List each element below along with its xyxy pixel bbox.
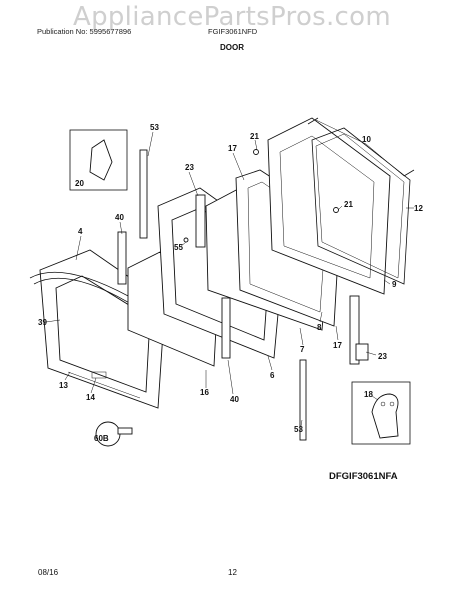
inset-18 bbox=[351, 381, 411, 445]
hinge-23a bbox=[195, 194, 206, 248]
callout-8: 8 bbox=[317, 323, 322, 332]
diagram-id: DFGIF3061NFA bbox=[329, 471, 398, 482]
page-number: 12 bbox=[228, 568, 237, 577]
callout-4: 4 bbox=[78, 227, 83, 236]
hinge-23b bbox=[349, 295, 360, 365]
footer-date: 08/16 bbox=[38, 568, 59, 577]
model-number: FGIF3061NFD bbox=[208, 27, 258, 36]
callout-12: 12 bbox=[414, 204, 423, 213]
callout-39: 39 bbox=[38, 318, 47, 327]
hinge-bracket bbox=[355, 343, 369, 361]
callout-40-top: 40 bbox=[115, 213, 124, 222]
callout-53-top: 53 bbox=[150, 123, 159, 132]
callout-21-mid: 21 bbox=[344, 200, 353, 209]
callout-17-top: 17 bbox=[228, 144, 237, 153]
channel-40b bbox=[221, 297, 231, 359]
screw-55 bbox=[183, 237, 189, 243]
callout-14: 14 bbox=[86, 393, 95, 402]
callout-60b: 60B bbox=[94, 434, 109, 443]
gasket-12 bbox=[311, 127, 411, 285]
callout-23-bottom: 23 bbox=[378, 352, 387, 361]
channel-40a bbox=[117, 231, 127, 285]
callout-18: 18 bbox=[364, 390, 373, 399]
section-title: DOOR bbox=[220, 43, 244, 52]
callout-7: 7 bbox=[300, 345, 305, 354]
channel-53a bbox=[139, 149, 148, 239]
callout-20: 20 bbox=[75, 179, 84, 188]
callout-17-bottom: 17 bbox=[333, 341, 342, 350]
liner-9 bbox=[267, 117, 391, 295]
callout-55: 55 bbox=[174, 243, 183, 252]
callout-6: 6 bbox=[270, 371, 275, 380]
callout-53-bottom: 53 bbox=[294, 425, 303, 434]
callout-10: 10 bbox=[362, 135, 371, 144]
screw-21a bbox=[253, 149, 259, 155]
callout-9: 9 bbox=[392, 280, 397, 289]
callout-21-top: 21 bbox=[250, 132, 259, 141]
callout-16: 16 bbox=[200, 388, 209, 397]
callout-13: 13 bbox=[59, 381, 68, 390]
watermark: AppliancePartsPros.com bbox=[72, 2, 391, 32]
publication-number: Publication No: 5995677896 bbox=[37, 27, 132, 36]
screw-60b bbox=[95, 421, 133, 447]
callout-23-top: 23 bbox=[185, 163, 194, 172]
screw-21b bbox=[333, 207, 339, 213]
channel-53b bbox=[299, 359, 307, 441]
callout-40-bottom: 40 bbox=[230, 395, 239, 404]
inset-20 bbox=[69, 129, 128, 191]
